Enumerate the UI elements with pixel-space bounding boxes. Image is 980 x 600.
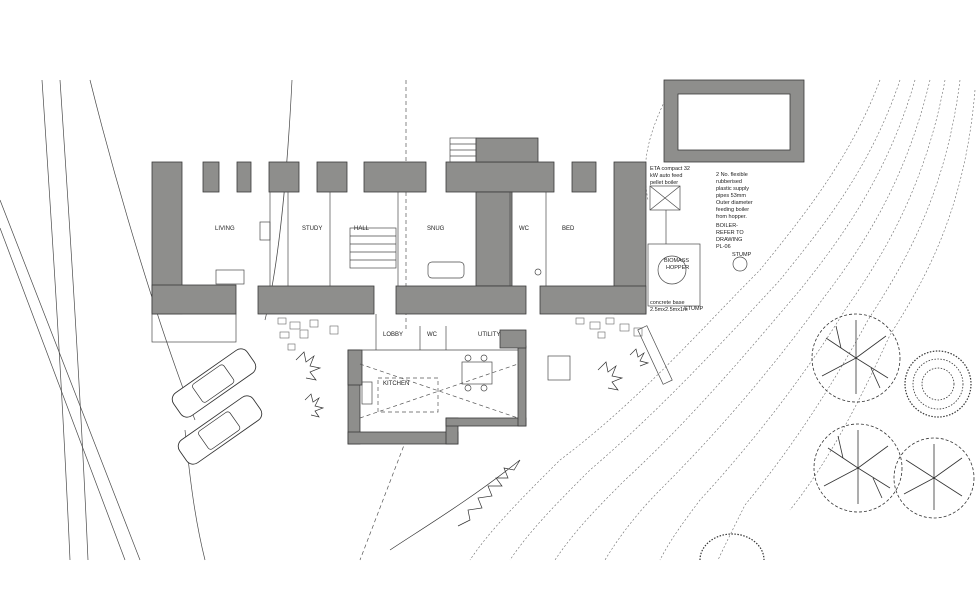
note-stump-2: STUMP: [684, 306, 704, 312]
label-kitchen: KITCHEN: [383, 381, 409, 387]
label-hall: HALL: [354, 226, 370, 232]
label-utility: UTILITY: [478, 332, 500, 338]
shrubs: [295, 348, 650, 551]
label-wc-lower: WC: [427, 332, 438, 338]
label-bed: BED: [562, 226, 575, 232]
room-labels: LIVING STUDY HALL SNUG WC BED LOBBY WC U…: [215, 226, 575, 387]
trees: [699, 313, 975, 561]
note-eta: ETA compact 32 kW auto feed pellet boile…: [650, 166, 691, 186]
label-study: STUDY: [302, 226, 322, 232]
label-snug: SNUG: [427, 226, 445, 232]
furniture: [215, 221, 571, 405]
outbuilding: [663, 79, 805, 163]
road-lines: [0, 79, 407, 561]
note-base: concrete base 2.5mx2.5mx1m: [650, 300, 688, 313]
paving: [277, 317, 643, 351]
note-hopper: BIOMASS HOPPER: [664, 258, 691, 271]
note-stump-1: STUMP: [732, 252, 752, 258]
house-walls: [151, 137, 647, 445]
note-pipes: 2 No. flexible rubberised plastic supply…: [716, 172, 754, 220]
label-lobby: LOBBY: [383, 332, 403, 338]
biomass-hopper: [647, 185, 748, 307]
car-2: [177, 395, 263, 465]
note-boiler: BOILER- REFER TO DRAWING PL-06: [716, 223, 745, 250]
label-wc-upper: WC: [519, 226, 530, 232]
fallen-log: [637, 325, 673, 385]
annotations: ETA compact 32 kW auto feed pellet boile…: [650, 166, 754, 313]
label-living: LIVING: [215, 226, 235, 232]
car-1: [171, 348, 257, 418]
